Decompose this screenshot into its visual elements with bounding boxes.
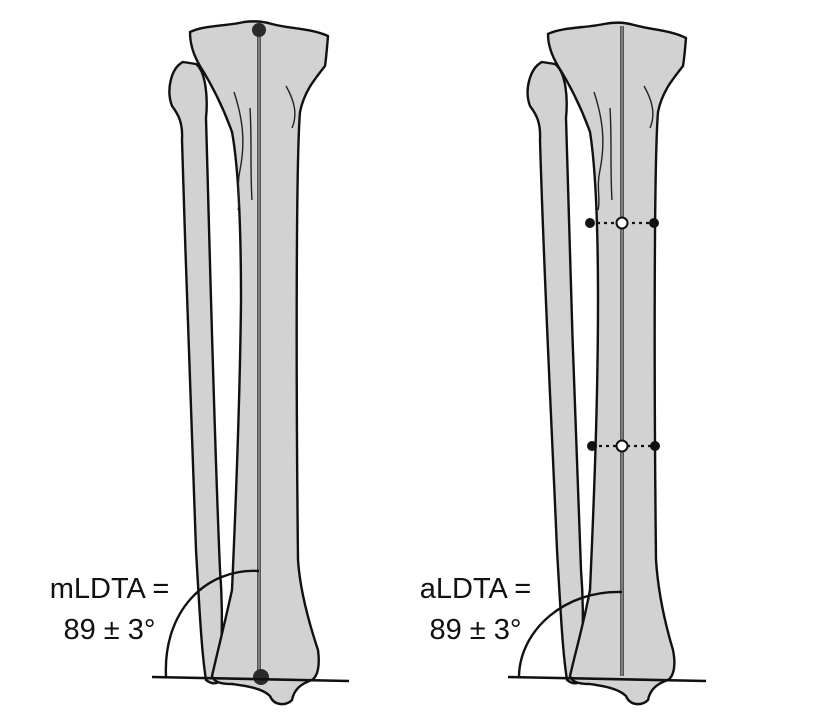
mldta-label: mLDTA = 89 ± 3° [22,575,197,657]
distal-shaft-edge-left [587,441,597,451]
proximal-shaft-edge-right [649,218,659,228]
proximal-shaft-edge-left [585,218,595,228]
tibia-right-contour-a [593,91,604,211]
left-panel [151,20,350,706]
ankle-joint-line-left [151,675,350,683]
tibia-right [546,21,688,706]
tibia-left-contour-a [233,91,244,211]
aldta-name: aLDTA = [419,573,532,605]
mldta-value: 89 ± 3° [63,614,156,646]
right-panel [507,21,707,706]
ankle-joint-line-right [507,675,707,683]
aldta-value: 89 ± 3° [429,614,522,646]
fibula-right [526,60,585,685]
angle-arc-right [517,590,623,677]
ankle-center-point [253,669,269,685]
knee-center-point [252,23,266,37]
tibia-left-contour-c [249,107,253,201]
tibia-left-contour-b [285,85,296,129]
tibia-right-contour-b [643,85,654,129]
tibia-right-contour-c [609,107,613,201]
distal-shaft-midpoint [615,439,629,453]
proximal-shaft-midpoint [615,216,629,230]
aldta-label: aLDTA = 89 ± 3° [388,575,563,657]
angle-arc-left [164,569,260,677]
fibula-left [168,60,224,685]
distal-shaft-edge-right [650,441,660,451]
mldta-name: mLDTA = [49,573,170,605]
